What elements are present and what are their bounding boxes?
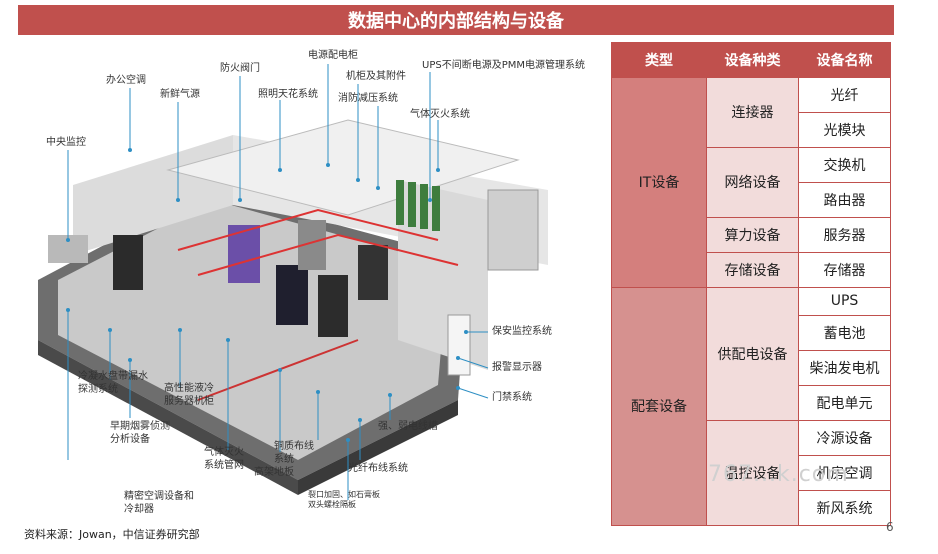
label-copper-line-2: 系统 bbox=[274, 454, 294, 465]
page-number: 6 bbox=[886, 520, 894, 534]
fire-pipe-2 bbox=[197, 233, 459, 276]
label-central-monitor: 中央监控 bbox=[46, 137, 86, 148]
table-row: 配电单元 bbox=[612, 385, 891, 422]
rack-1 bbox=[113, 235, 143, 290]
label-access-control: 门禁系统 bbox=[492, 392, 532, 403]
table-header-row: 类型 设备种类 设备名称 bbox=[611, 42, 891, 78]
name-cell: 存储器 bbox=[798, 251, 891, 288]
leader-lines bbox=[66, 64, 489, 500]
gas-cylinders bbox=[396, 180, 440, 231]
label-gas-fire: 气体灭火系统 bbox=[410, 109, 470, 120]
name-cell: 配电单元 bbox=[798, 385, 891, 422]
category-cell: 供配电设备 bbox=[706, 286, 799, 422]
name-cell: 新风系统 bbox=[798, 489, 891, 527]
label-floor-bolt-line-2: 双头螺栓隔板 bbox=[308, 500, 356, 509]
label-gas-pipe-line-2: 系统管网 bbox=[204, 460, 244, 471]
name-cell: 路由器 bbox=[798, 181, 891, 218]
ups-units bbox=[487, 189, 539, 271]
label-lighting-ceiling: 照明天花系统 bbox=[258, 89, 318, 100]
table-row: 路由器 bbox=[612, 181, 891, 218]
name-cell: 交换机 bbox=[798, 146, 891, 183]
label-alarm-display: 报警显示器 bbox=[492, 362, 542, 373]
label-cabinet-accessories: 机柜及其附件 bbox=[346, 71, 406, 82]
label-fire-valve: 防火阀门 bbox=[220, 63, 260, 74]
label-fiber-wiring: 光纤布线系统 bbox=[348, 463, 408, 474]
label-smoke-detect-line-2: 分析设备 bbox=[110, 434, 150, 445]
table-row: 蓄电池 bbox=[612, 315, 891, 352]
label-cold-water-leak-line-2: 探测系统 bbox=[78, 384, 118, 395]
label-office-ac: 办公空调 bbox=[106, 75, 146, 86]
label-floor-bolt-line-1: 裂口加固、如石膏板 bbox=[308, 490, 380, 499]
category-cell: 存储设备 bbox=[706, 251, 799, 288]
header-name: 设备名称 bbox=[798, 42, 891, 78]
rack-4 bbox=[318, 275, 348, 337]
table-row: 新风系统 bbox=[612, 489, 891, 527]
table-row: 存储设备 存储器 bbox=[612, 251, 891, 288]
fire-pipe-1 bbox=[177, 208, 439, 251]
name-cell: 蓄电池 bbox=[798, 315, 891, 352]
label-hecooling: 高性能液冷 服务器机柜 bbox=[164, 382, 214, 408]
type-cell-support: 配套设备 bbox=[611, 286, 707, 527]
header-category: 设备种类 bbox=[706, 42, 799, 78]
label-strong-weak-trough: 强、弱电线槽 bbox=[378, 421, 438, 432]
table-row: 温控设备 冷源设备 bbox=[612, 420, 891, 526]
type-cell-it: IT设备 bbox=[611, 77, 707, 288]
header-type: 类型 bbox=[611, 42, 707, 78]
category-cell: 网络设备 bbox=[706, 146, 799, 218]
table-row: 网络设备 交换机 bbox=[612, 146, 891, 218]
label-copper-line-1: 铜质布线 bbox=[274, 441, 314, 452]
label-cold-water-leak-line-1: 冷凝水盘带漏水 bbox=[78, 371, 148, 382]
door bbox=[447, 314, 471, 376]
label-fresh-air: 新鲜气源 bbox=[160, 89, 200, 100]
label-fire-decompression: 消防减压系统 bbox=[338, 93, 398, 104]
name-cell: UPS bbox=[798, 286, 891, 317]
watermark: 767...k.com bbox=[708, 462, 849, 487]
equipment-table-wrap: 类型 设备种类 设备名称 IT设备 连接器 光纤 光模块 网络设备 交换机 路由… bbox=[611, 42, 891, 527]
table-row: 机房空调 bbox=[612, 454, 891, 491]
name-cell: 光模块 bbox=[798, 111, 891, 148]
table-row: 配套设备 供配电设备 UPS bbox=[611, 286, 891, 527]
label-raised-floor: 高架地板 bbox=[254, 467, 294, 478]
name-cell: 冷源设备 bbox=[798, 420, 891, 456]
name-cell: 服务器 bbox=[798, 216, 891, 253]
label-security-monitor: 保安监控系统 bbox=[492, 326, 552, 337]
name-cell: 机房空调 bbox=[798, 454, 891, 491]
category-cell: 连接器 bbox=[706, 77, 799, 148]
label-precision-ac-line-2: 冷却器 bbox=[124, 504, 154, 515]
category-cell: 温控设备 bbox=[706, 420, 799, 526]
name-cell: 光纤 bbox=[798, 77, 891, 113]
label-power-cabinet: 电源配电柜 bbox=[308, 50, 358, 61]
slab-edge-right bbox=[298, 400, 458, 495]
label-precision-ac: 精密空调设备和 冷却器 bbox=[124, 490, 194, 516]
label-smoke-detect-line-1: 早期烟雾侦测 bbox=[110, 421, 170, 432]
page-title: 数据中心的内部结构与设备 bbox=[18, 5, 894, 35]
source-footnote: 资料来源：Jowan，中信证券研究部 bbox=[24, 528, 200, 541]
slab-edge-left bbox=[38, 340, 298, 495]
rack-3 bbox=[276, 265, 308, 325]
label-gas-pipe-line-1: 气体灭火 bbox=[204, 447, 244, 458]
table-row: 光模块 bbox=[612, 111, 891, 148]
label-gas-pipe: 气体灭火 系统管网 bbox=[204, 446, 244, 472]
table-row: IT设备 连接器 光纤 bbox=[611, 77, 891, 288]
label-precision-ac-line-1: 精密空调设备和 bbox=[124, 491, 194, 502]
rack-5 bbox=[358, 245, 388, 300]
raised-floor-area bbox=[58, 200, 448, 460]
equipment-table: 类型 设备种类 设备名称 IT设备 连接器 光纤 光模块 网络设备 交换机 路由… bbox=[611, 42, 891, 527]
label-smoke-detect: 早期烟雾侦测 分析设备 bbox=[110, 420, 170, 446]
label-cold-water-leak: 冷凝水盘带漏水 探测系统 bbox=[78, 370, 148, 396]
data-center-diagram: 办公空调 新鲜气源 防火阀门 电源配电柜 机柜及其附件 UPS不间断电源及PMM… bbox=[18, 40, 606, 518]
label-floor-bolt: 裂口加固、如石膏板 双头螺栓隔板 bbox=[308, 490, 380, 510]
category-cell: 算力设备 bbox=[706, 216, 799, 253]
label-copper: 铜质布线 系统 bbox=[274, 440, 314, 466]
label-hecooling-line-1: 高性能液冷 bbox=[164, 383, 214, 394]
data-center-illustration bbox=[38, 64, 548, 500]
table-row: 柴油发电机 bbox=[612, 350, 891, 387]
name-cell: 柴油发电机 bbox=[798, 350, 891, 387]
label-hecooling-line-2: 服务器机柜 bbox=[164, 396, 214, 407]
table-row: 算力设备 服务器 bbox=[612, 216, 891, 253]
label-ups-pmm: UPS不间断电源及PMM电源管理系统 bbox=[422, 60, 585, 71]
